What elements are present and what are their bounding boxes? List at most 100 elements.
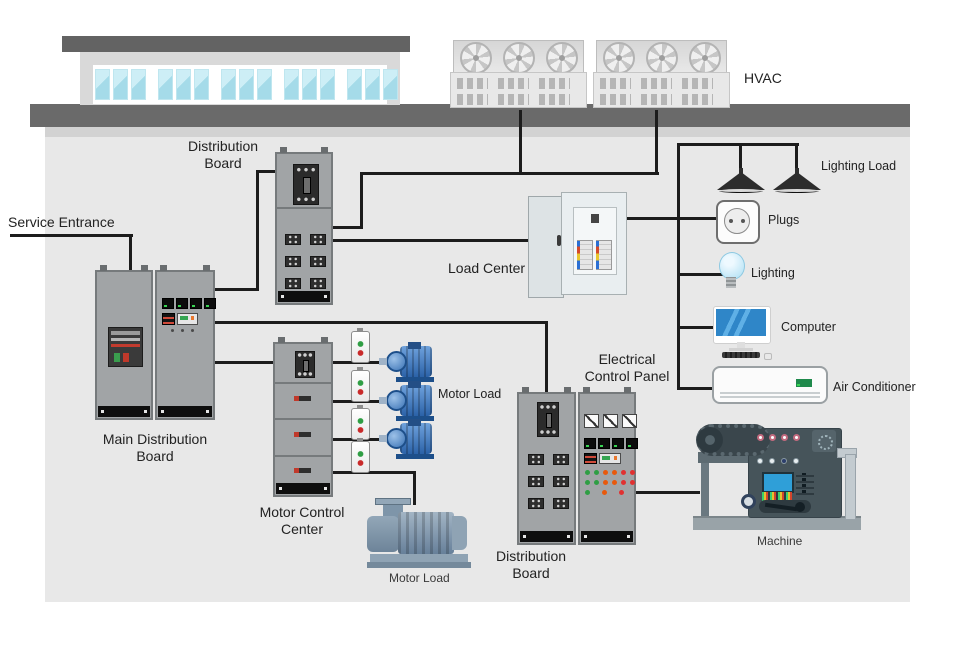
main-breaker-icon <box>293 164 319 205</box>
window-icon <box>221 69 236 100</box>
breaker-icon <box>553 476 569 487</box>
motor-load-label: Motor Load <box>438 387 502 401</box>
cabinet-divider <box>277 207 331 209</box>
vent-row <box>457 94 580 105</box>
motor-base <box>396 377 434 382</box>
analog-meter-icon <box>603 414 618 428</box>
vent-icon <box>457 94 488 105</box>
mounting-tab <box>522 387 529 393</box>
distribution-board-top-label: Distribution Board <box>187 138 259 172</box>
wire-mdb-to-panel <box>545 321 548 394</box>
hvac-shell <box>593 72 730 108</box>
wire-lamp-drop <box>739 143 742 170</box>
indicator-light <box>603 470 608 475</box>
computer-icon <box>713 306 772 360</box>
load-center-door <box>528 196 564 298</box>
window-icon <box>176 69 191 100</box>
wire-mdb-to-db <box>256 170 259 291</box>
load-center-label: Load Center <box>448 260 526 276</box>
machine-icon <box>693 418 863 532</box>
vent-icon <box>457 78 488 89</box>
control-knobs <box>757 458 799 464</box>
motor-starter-icon <box>351 367 370 402</box>
display-icon <box>612 438 624 449</box>
socket-ring <box>724 208 750 234</box>
breaker-icon <box>528 498 544 509</box>
wire-db-to-hvac <box>333 226 363 229</box>
wire-loadcenter-to-plugs <box>623 217 718 220</box>
mouse-icon <box>764 353 772 360</box>
dot-icon <box>781 434 788 441</box>
slider-bank <box>796 473 814 495</box>
light-bulb-icon <box>719 252 745 292</box>
hvac-fan-deck <box>596 40 727 75</box>
window-icon <box>158 69 173 100</box>
breaker-icon <box>285 256 301 267</box>
breaker-icon <box>310 278 326 289</box>
hvac-unit-icon <box>450 40 587 108</box>
mounting-tab <box>160 265 167 271</box>
window-icon <box>131 69 146 100</box>
motor-cap <box>386 390 407 411</box>
pendant-lamp-icon <box>773 168 821 193</box>
breaker-icon <box>310 256 326 267</box>
motor-starter-icon <box>351 328 370 363</box>
display-icon <box>190 298 202 309</box>
mounting-tab <box>280 147 287 153</box>
pump-icon <box>365 498 473 570</box>
breaker-icon <box>553 498 569 509</box>
dot-icon <box>793 434 800 441</box>
wire-ecp-to-machine <box>633 491 700 494</box>
fan-icon <box>545 41 578 74</box>
mounting-tab <box>278 337 285 343</box>
air-conditioner-icon <box>712 366 828 404</box>
wire-mdb-to-mcc <box>213 361 275 364</box>
motor-base <box>396 454 434 459</box>
indicator-light <box>619 490 624 495</box>
vent-icon <box>600 94 631 105</box>
building-windows <box>93 65 398 104</box>
fan-icon <box>502 41 535 74</box>
analog-meter-icon <box>622 414 637 428</box>
main-distribution-board-label: Main Distribution Board <box>102 431 208 465</box>
cabinet-base <box>278 291 330 302</box>
building-roof <box>62 36 410 52</box>
indicator-light <box>594 480 599 485</box>
window-group <box>158 69 212 100</box>
cabinet-base <box>158 406 212 417</box>
indicator-light <box>612 470 617 475</box>
vent-icon <box>539 94 570 105</box>
cabinet-base <box>276 483 330 494</box>
lighting-load-label: Lighting Load <box>821 159 897 173</box>
meter-icon <box>599 453 621 464</box>
motor-terminal-box <box>408 342 421 349</box>
machine-beam <box>698 452 768 463</box>
lamp-shade <box>717 172 765 190</box>
window-icon <box>320 69 335 100</box>
pump-volute <box>367 516 399 552</box>
hvac-shell <box>450 72 587 108</box>
load-center-panel <box>573 207 617 275</box>
mounting-tab <box>321 337 328 343</box>
breaker-icon <box>285 278 301 289</box>
section-switch-icon <box>294 468 311 473</box>
mounting-tab <box>100 265 107 271</box>
wire-service-entrance <box>129 234 132 274</box>
display-icon <box>598 438 610 449</box>
plugs-label: Plugs <box>768 213 800 227</box>
cabinet-base <box>520 531 573 542</box>
breaker-icon <box>285 234 301 245</box>
air-conditioner-label: Air Conditioner <box>833 380 916 394</box>
wire-pump-circuit <box>413 471 416 505</box>
lighting-label: Lighting <box>751 266 795 280</box>
monitor-stand <box>737 342 745 348</box>
wire-lighting <box>677 273 723 276</box>
fan-icon <box>459 41 492 74</box>
window-icon <box>95 69 110 100</box>
wire-computer <box>677 326 718 329</box>
bulb-base <box>726 277 736 288</box>
window-group <box>221 69 275 100</box>
indicator-light <box>621 470 626 475</box>
dot-icon <box>181 329 184 332</box>
relay-icon <box>584 453 597 464</box>
